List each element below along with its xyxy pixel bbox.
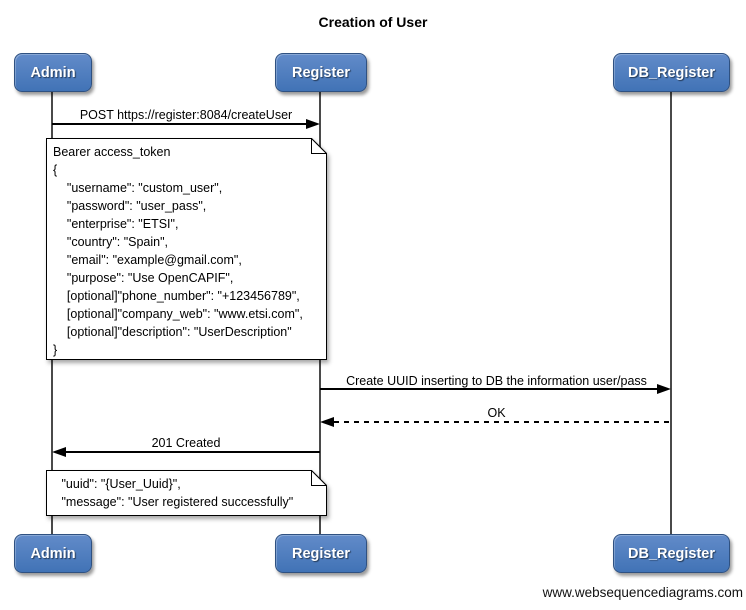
actor-box-register-top: Register (275, 53, 367, 92)
message-label-ok: OK (487, 406, 506, 420)
message-line-create-uuid (320, 388, 657, 390)
note-request-body-text: Bearer access_token { "username": "custo… (46, 138, 334, 359)
actor-box-db-register-bottom: DB_Register (613, 534, 730, 573)
message-label-201-created: 201 Created (151, 436, 221, 450)
arrowhead-right-icon (306, 119, 320, 129)
actor-box-admin-top: Admin (14, 53, 92, 92)
message-line-ok-dashed (334, 421, 671, 423)
actor-label-db-register: DB_Register (627, 545, 716, 562)
arrowhead-left-icon (52, 447, 66, 457)
note-response-body-text: "uuid": "{User_Uuid}", "message": "User … (46, 470, 339, 511)
note-line: Bearer access_token (53, 145, 171, 159)
note-line: "message": "User registered successfully… (58, 495, 294, 509)
actor-box-admin-bottom: Admin (14, 534, 92, 573)
watermark-text: www.websequencediagrams.com (542, 585, 743, 600)
note-response-body: "uuid": "{User_Uuid}", "message": "User … (46, 470, 327, 516)
note-shape-icon (46, 138, 327, 360)
actor-label-register: Register (291, 64, 351, 81)
arrowhead-right-icon (657, 384, 671, 394)
note-line: "country": "Spain", (53, 235, 169, 249)
note-line: "email": "example@gmail.com", (53, 253, 242, 267)
note-line: "purpose": "Use OpenCAPIF", (53, 271, 234, 285)
message-label-create-uuid: Create UUID inserting to DB the informat… (346, 374, 647, 388)
actor-label-admin: Admin (30, 545, 76, 562)
note-fold-icon (311, 470, 327, 486)
actor-label-db-register: DB_Register (627, 64, 716, 81)
note-shape-icon (46, 470, 327, 516)
note-line: "uuid": "{User_Uuid}", (58, 477, 181, 491)
arrowhead-left-icon (320, 417, 334, 427)
note-line: [optional]"phone_number": "+123456789", (53, 289, 300, 303)
note-line: "username": "custom_user", (53, 181, 223, 195)
note-line: } (53, 343, 58, 357)
note-line: [optional]"company_web": "www.etsi.com", (53, 307, 303, 321)
lifeline-db-register (670, 92, 672, 535)
actor-box-register-bottom: Register (275, 534, 367, 573)
note-line: [optional]"description": "UserDescriptio… (53, 325, 292, 339)
note-fold-icon (311, 138, 327, 154)
message-label-post-create-user: POST https://register:8084/createUser (79, 108, 293, 122)
diagram-title: Creation of User (318, 14, 428, 30)
note-line: "password": "user_pass", (53, 199, 207, 213)
note-request-body: Bearer access_token { "username": "custo… (46, 138, 327, 360)
note-line: { (53, 163, 58, 177)
actor-label-register: Register (291, 545, 351, 562)
actor-label-admin: Admin (30, 64, 76, 81)
actor-box-db-register-top: DB_Register (613, 53, 730, 92)
message-line-201-created (66, 451, 320, 453)
note-line: "enterprise": "ETSI", (53, 217, 179, 231)
message-line-post-create-user (52, 123, 306, 125)
